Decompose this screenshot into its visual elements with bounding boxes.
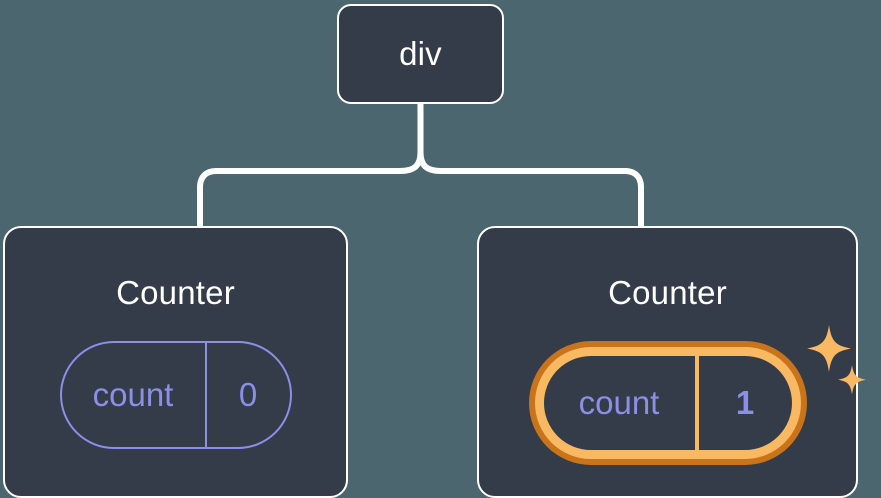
state-key-left: count <box>62 343 207 447</box>
state-pill-wrap-right: count 1 <box>528 325 866 465</box>
edge-to-right-child <box>417 149 644 229</box>
node-counter-left[interactable]: Counter count 0 <box>3 226 348 498</box>
state-pill-wrap-left: count 0 <box>59 341 292 449</box>
state-pill-left[interactable]: count 0 <box>59 341 292 449</box>
state-key-right: count <box>544 356 699 450</box>
state-pill-right-highlight-ring: count 1 <box>528 341 807 465</box>
node-counter-left-label: Counter <box>116 274 235 311</box>
state-value-right: 1 <box>735 384 755 421</box>
node-div[interactable]: div <box>337 4 504 104</box>
node-counter-right-label: Counter <box>608 274 727 311</box>
node-counter-right[interactable]: Counter count 1 <box>477 226 866 498</box>
node-div-label: div <box>399 35 442 72</box>
state-pill-right[interactable]: count 1 <box>534 347 801 459</box>
sparkle-large-icon <box>806 325 851 372</box>
edge-to-left-child <box>197 149 424 229</box>
state-value-left: 0 <box>238 376 258 413</box>
